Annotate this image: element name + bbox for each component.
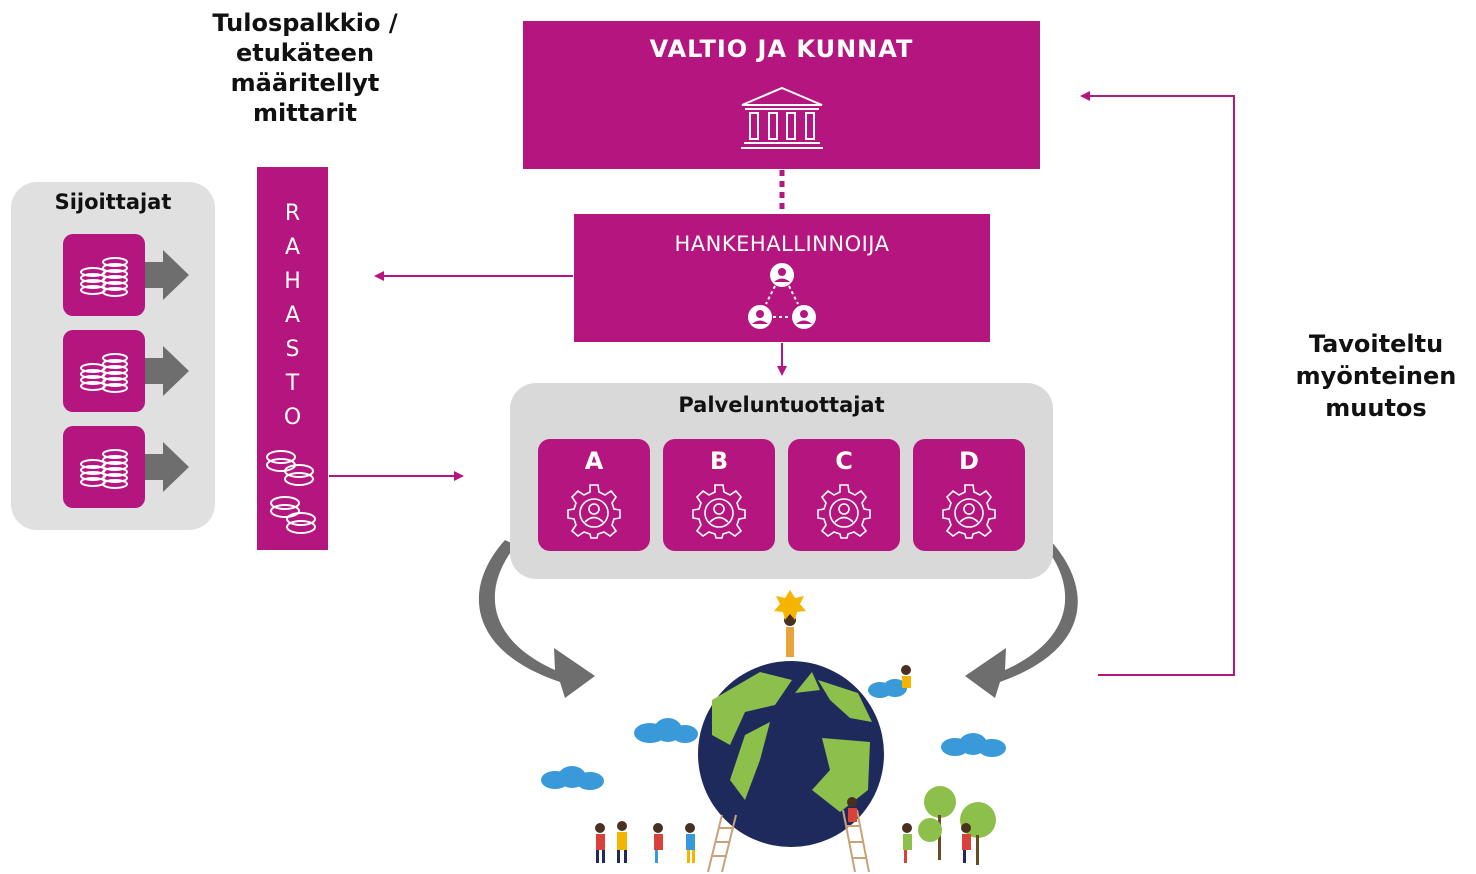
coin-stack-icon — [80, 449, 128, 489]
fund-label: R A H A S T O — [257, 197, 328, 435]
provider-letter: C — [835, 447, 853, 475]
investors-panel: Sijoittajat — [11, 182, 215, 530]
desired-change-title: Tavoiteltu myönteinen muutos — [1295, 330, 1457, 422]
gear-person-icon — [942, 484, 996, 539]
gear-person-icon — [692, 484, 746, 539]
gear-person-icon — [817, 484, 871, 539]
investor-arrow — [145, 346, 189, 396]
coin-stack-icon — [80, 257, 128, 297]
fund-bar: R A H A S T O — [257, 167, 328, 550]
feedback-loop-arrow — [1080, 91, 1235, 676]
left-curved-arrow — [478, 540, 595, 698]
provider-letter: D — [959, 447, 979, 475]
investor-arrows — [145, 250, 189, 492]
provider-letter: A — [584, 447, 604, 475]
project-manager-box: HANKEHALLINNOIJA — [574, 214, 990, 342]
investor-arrow — [145, 442, 189, 492]
provider-letter: B — [709, 447, 729, 475]
gear-person-icon — [567, 484, 621, 539]
project-manager-label: HANKEHALLINNOIJA — [674, 232, 890, 256]
service-providers-label: Palveluntuottajat — [678, 393, 885, 417]
service-providers-panel: Palveluntuottajat A B C — [510, 383, 1053, 579]
performance-fee-title: Tulospalkkio / etukäteen määritellyt mit… — [212, 9, 398, 127]
investor-box — [63, 426, 145, 508]
government-label: VALTIO JA KUNNAT — [649, 35, 914, 63]
fund-letter: T — [285, 371, 300, 396]
provider-card-d: D — [913, 439, 1025, 551]
coins-icon — [266, 450, 316, 534]
earth-illustration — [541, 590, 1006, 873]
provider-card-c: C — [788, 439, 900, 551]
fund-letter: R — [284, 201, 301, 226]
investor-box — [63, 330, 145, 412]
fund-letter: A — [284, 235, 301, 260]
right-curved-arrow — [965, 540, 1078, 698]
fund-letter: S — [285, 337, 300, 362]
government-building-icon — [741, 86, 823, 149]
government-box: VALTIO JA KUNNAT — [523, 21, 1040, 169]
provider-card-a: A — [538, 439, 650, 551]
fund-letter: O — [283, 405, 302, 430]
investor-arrow — [145, 250, 189, 300]
investor-box — [63, 234, 145, 316]
coin-stack-icon — [80, 353, 128, 393]
fund-letter: A — [284, 303, 301, 328]
fund-letter: H — [284, 269, 301, 294]
investors-label: Sijoittajat — [54, 190, 172, 214]
provider-card-b: B — [663, 439, 775, 551]
team-network-icon — [748, 263, 816, 329]
